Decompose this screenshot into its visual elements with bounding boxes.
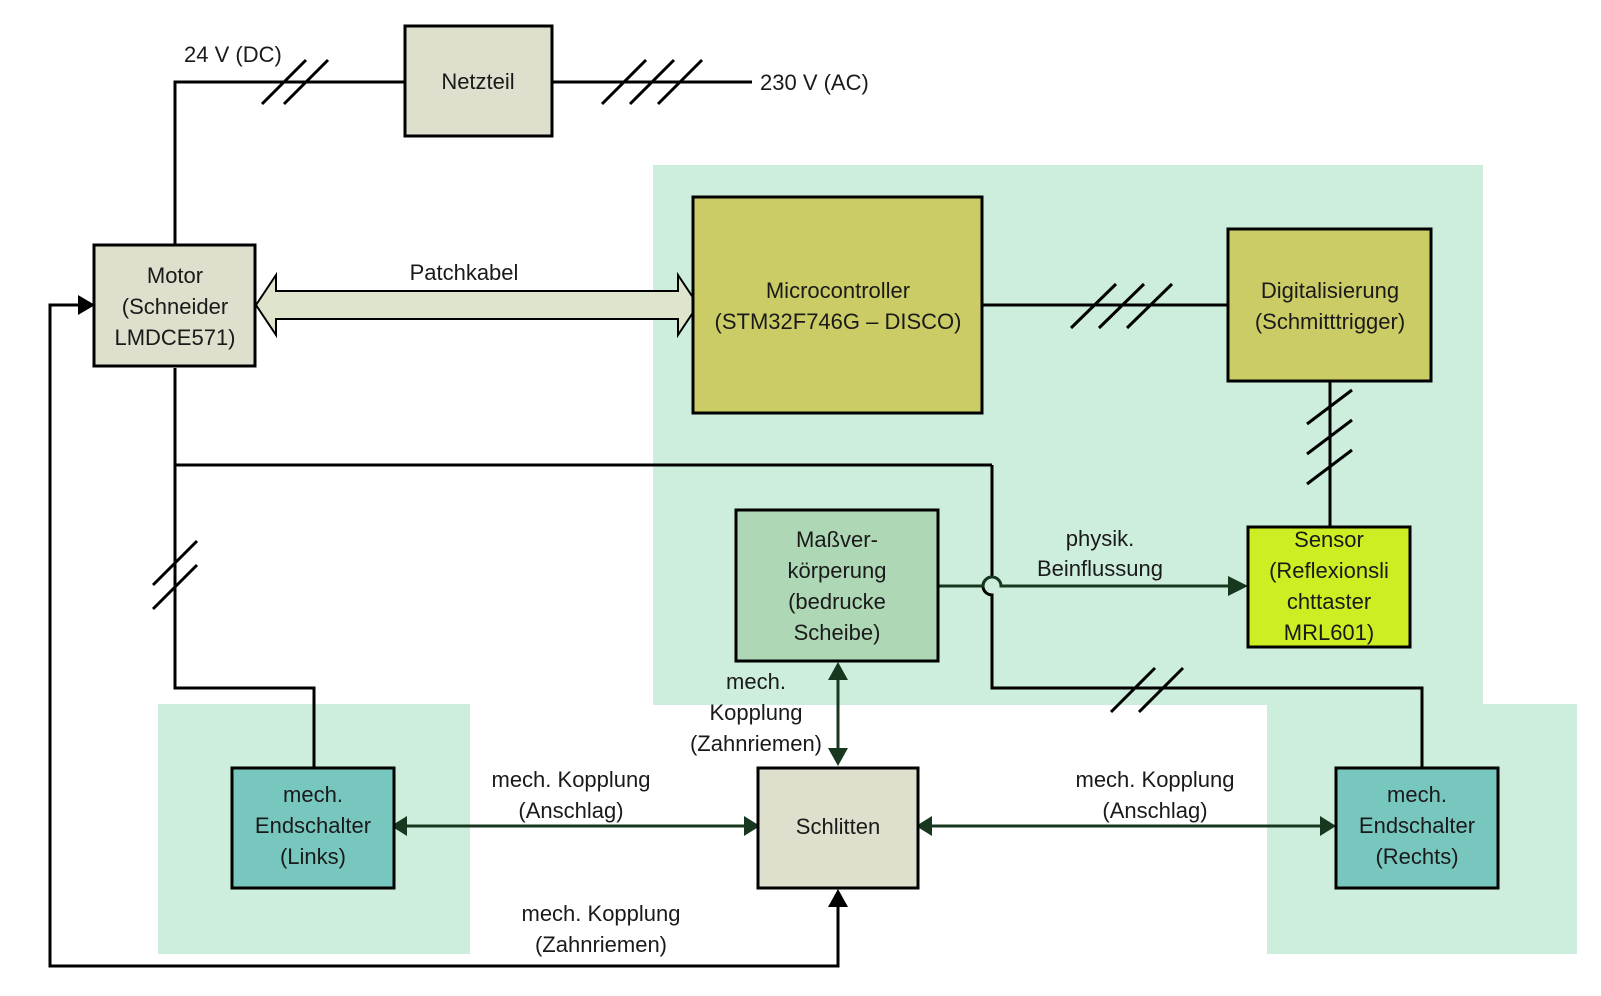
- endschalter-links-label-1: mech.: [283, 782, 343, 807]
- massverkoerperung-label-1: Maßver-: [796, 527, 878, 552]
- motor-box: [92, 243, 257, 368]
- mech-coupling-arrows: [393, 665, 1334, 828]
- kopplung-zahnriemen-bottom-label-1: mech. Kopplung: [522, 901, 681, 926]
- endschalter-links-box: [230, 766, 396, 890]
- motor-input-arrowhead: [78, 295, 95, 315]
- dc-voltage-label: 24 V (DC): [184, 42, 282, 67]
- endschalter-rechts-label-3: (Rechts): [1375, 844, 1458, 869]
- physik-label-1: physik.: [1066, 526, 1134, 551]
- endschalter-rechts-box: [1334, 766, 1500, 890]
- physik-label-2: Beinflussung: [1037, 556, 1163, 581]
- endschalter-rechts-label-1: mech.: [1387, 782, 1447, 807]
- endschalter-rechts-label-2: Endschalter: [1359, 813, 1475, 838]
- physik-arrow: [938, 575, 1230, 588]
- motor-label-2: (Schneider: [122, 294, 228, 319]
- massverkoerperung-label-4: Scheibe): [794, 620, 881, 645]
- massverkoerperung-box: [734, 508, 940, 663]
- ac-voltage-label: 230 V (AC): [760, 70, 869, 95]
- microcontroller-label-1: Microcontroller: [766, 278, 910, 303]
- feedback-loop: [48, 303, 840, 968]
- sensor-box: [1246, 525, 1412, 649]
- microcontroller-box: [691, 195, 984, 415]
- digitalisierung-box: [1226, 227, 1433, 383]
- schlitten-box: [756, 766, 920, 890]
- kopplung-zahnriemen-label-1: mech.: [726, 669, 786, 694]
- massverkoerperung-label-2: körperung: [787, 558, 886, 583]
- kopplung-zahnriemen-label-2: Kopplung: [710, 700, 803, 725]
- endschalter-links-label-3: (Links): [280, 844, 346, 869]
- motor-label-1: Motor: [147, 263, 203, 288]
- sensor-label-2: (Reflexionsli: [1269, 558, 1389, 583]
- motor-label-3: LMDCE571): [114, 325, 235, 350]
- motor-wiring: [173, 303, 1424, 768]
- digitalisierung-label-2: (Schmitttrigger): [1255, 309, 1405, 334]
- kopplung-anschlag-left-label-2: (Anschlag): [518, 798, 623, 823]
- sensor-label-3: chttaster: [1287, 589, 1371, 614]
- kopplung-anschlag-right-label-1: mech. Kopplung: [1076, 767, 1235, 792]
- kopplung-zahnriemen-label-3: (Zahnriemen): [690, 731, 822, 756]
- microcontroller-label-2: (STM32F746G – DISCO): [715, 309, 962, 334]
- schlitten-bottom-arrowhead: [828, 889, 848, 907]
- digitalisierung-label-1: Digitalisierung: [1261, 278, 1399, 303]
- mech-arrowheads: [391, 662, 1336, 836]
- netzteil-box: [403, 24, 554, 138]
- sensor-label-4: MRL601): [1284, 620, 1374, 645]
- kopplung-anschlag-left-label-1: mech. Kopplung: [492, 767, 651, 792]
- endschalter-links-label-2: Endschalter: [255, 813, 371, 838]
- patchkabel-label: Patchkabel: [410, 260, 519, 285]
- massverkoerperung-label-3: (bedrucke: [788, 589, 886, 614]
- netzteil-label: Netzteil: [441, 69, 514, 94]
- kopplung-anschlag-right-label-2: (Anschlag): [1102, 798, 1207, 823]
- sensor-label-1: Sensor: [1294, 527, 1364, 552]
- schlitten-label: Schlitten: [796, 814, 880, 839]
- kopplung-zahnriemen-bottom-label-2: (Zahnriemen): [535, 932, 667, 957]
- physik-arrowhead: [1228, 576, 1248, 596]
